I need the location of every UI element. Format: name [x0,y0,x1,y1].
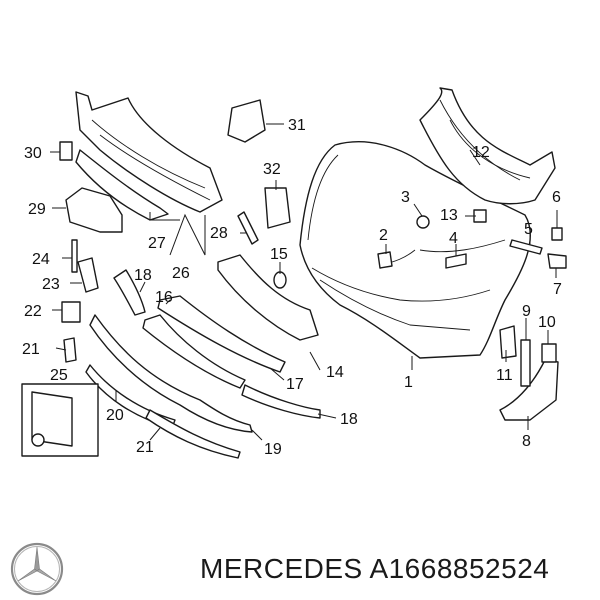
mercedes-star-logo-icon [10,542,64,596]
callout-16: 16 [155,289,173,306]
brand-name: MERCEDES [200,553,363,584]
callout-18-left: 18 [134,267,152,284]
callout-15: 15 [270,246,288,263]
callout-12: 12 [472,144,490,161]
callout-31: 31 [288,117,306,134]
small-brackets [227,99,291,229]
callout-17: 17 [286,376,304,393]
callout-4: 4 [449,230,458,247]
callout-27: 27 [148,235,166,252]
bracket-18-left [113,269,146,316]
callout-8: 8 [522,433,531,450]
callout-30: 30 [24,145,42,162]
lower-strips [85,314,321,459]
callout-29: 29 [28,201,46,218]
callout-22: 22 [24,303,42,320]
callout-9: 9 [522,303,531,320]
callout-1: 1 [404,374,413,391]
left-small-parts [21,239,99,457]
callout-2: 2 [379,227,388,244]
callout-24: 24 [32,251,50,268]
callout-11: 11 [496,367,513,384]
impact-bar [75,91,223,213]
left-brackets [59,141,169,233]
callout-14: 14 [326,364,344,381]
strip-28 [237,211,259,245]
callout-28: 28 [210,225,228,242]
footer-caption: MERCEDES A1668852524 [200,553,549,585]
callout-20: 20 [106,407,124,424]
part-number: A1668852524 [369,553,550,584]
callout-13: 13 [440,207,458,224]
right-small-parts [377,209,567,421]
callout-5: 5 [524,221,533,238]
callout-10: 10 [538,314,556,331]
callout-21-lower: 21 [136,439,154,456]
callout-26: 26 [172,265,190,282]
callout-19: 19 [264,441,282,458]
callout-21-left: 21 [22,341,40,358]
callout-32: 32 [263,161,281,178]
callout-23: 23 [42,276,60,293]
callout-25: 25 [50,367,68,384]
callout-7: 7 [553,281,562,298]
callout-numbers: 1 2 3 4 5 6 7 8 9 10 11 12 13 14 15 16 1… [22,117,562,458]
leader-lines [50,123,558,441]
upper-carrier [419,87,556,205]
grille-parts [142,254,319,389]
callout-6: 6 [552,189,561,206]
callout-18-right: 18 [340,411,358,428]
callout-3: 3 [401,189,410,206]
